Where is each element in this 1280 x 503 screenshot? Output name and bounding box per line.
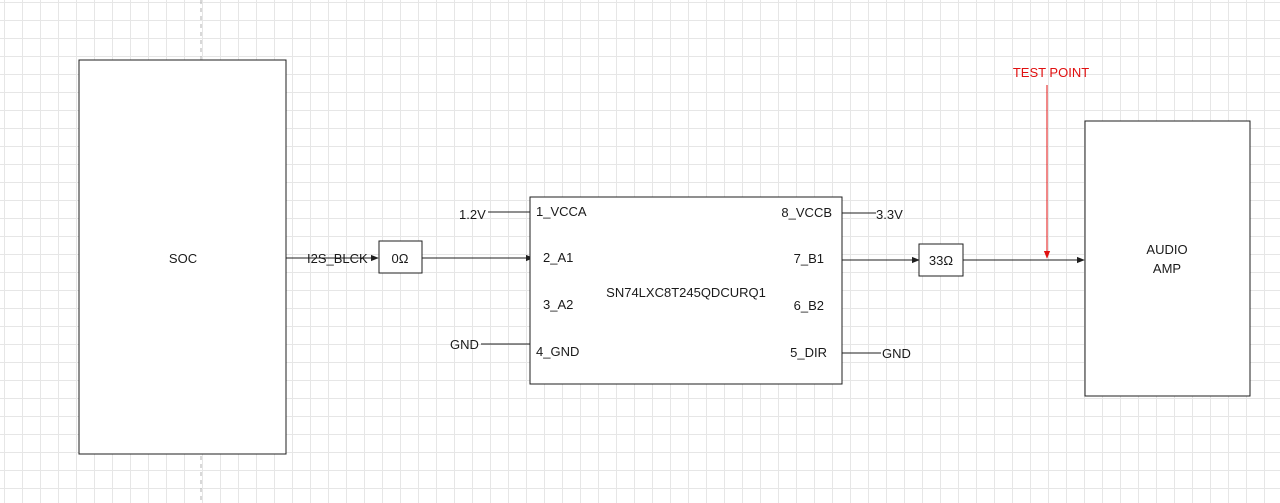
resistor-33-ohm-label: 33Ω bbox=[929, 253, 953, 268]
pin-1-label: 1_VCCA bbox=[536, 204, 587, 219]
pin-3-label: 3_A2 bbox=[543, 297, 573, 312]
resistor-0-ohm[interactable] bbox=[378, 240, 423, 274]
pin-7-label: 7_B1 bbox=[794, 251, 824, 266]
audio-amp-label-line2: AMP bbox=[1153, 261, 1181, 276]
pin-6-label: 6_B2 bbox=[794, 298, 824, 313]
v12-net-label: 1.2V bbox=[459, 207, 486, 222]
pin-4-label: 4_GND bbox=[536, 344, 579, 359]
soc-label: SOC bbox=[169, 251, 197, 266]
resistor-0-ohm-label: 0Ω bbox=[392, 251, 409, 266]
test-point-label: TEST POINT bbox=[1013, 65, 1089, 80]
level-shifter-chip[interactable] bbox=[529, 196, 843, 385]
soc-block[interactable] bbox=[78, 59, 287, 455]
gnd-right-net-label: GND bbox=[882, 346, 911, 361]
v33-net-label: 3.3V bbox=[876, 207, 903, 222]
pin-2-label: 2_A1 bbox=[543, 250, 573, 265]
audio-amp-label-line1: AUDIO bbox=[1146, 242, 1187, 257]
chip-part-number: SN74LXC8T245QDCURQ1 bbox=[606, 285, 766, 300]
pin-5-label: 5_DIR bbox=[790, 345, 827, 360]
pin-8-label: 8_VCCB bbox=[781, 205, 832, 220]
gnd-left-net-label: GND bbox=[450, 337, 479, 352]
i2s-net-label: I2S_BLCK bbox=[307, 251, 368, 266]
audio-amp-block[interactable] bbox=[1084, 120, 1251, 397]
